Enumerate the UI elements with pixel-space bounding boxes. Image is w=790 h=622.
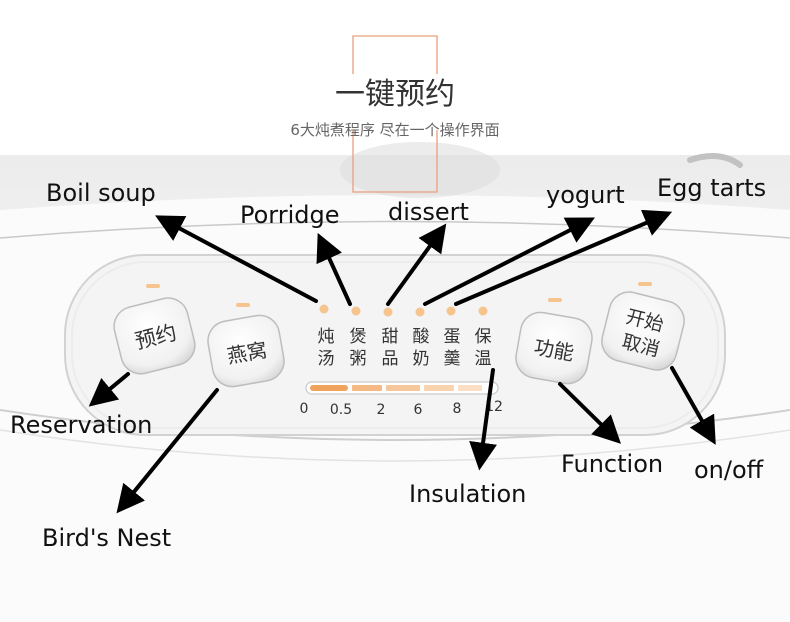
function-button[interactable]: 功能 — [513, 309, 595, 387]
start-cancel-button[interactable]: 开始 取消 — [598, 288, 689, 374]
arrow-dissert — [386, 223, 447, 306]
program-led — [383, 307, 393, 317]
arrow-yogurt — [423, 217, 595, 306]
program-label-porridge-2: 粥 — [350, 349, 367, 369]
timer-segment — [458, 385, 482, 391]
arrow-function — [558, 382, 621, 444]
callout-egg-tarts: Egg tarts — [657, 174, 766, 202]
callout-porridge: Porridge — [240, 201, 340, 229]
timer-tick-label: 0 — [300, 401, 309, 417]
timer-segment — [424, 385, 454, 391]
program-label-dessert-1: 甜 — [382, 327, 399, 347]
program-led — [415, 307, 425, 317]
arrow-egg-tarts — [454, 209, 673, 306]
page-title: 一键预约 — [335, 77, 455, 112]
callout-labels: Boil soup Porridge dissert yogurt Egg ta… — [10, 174, 766, 552]
timer-tick-label: 0.5 — [330, 402, 352, 418]
program-labels: 炖 汤 煲 粥 甜 品 酸 奶 蛋 羹 保 温 — [318, 327, 492, 369]
reservation-button[interactable]: 预约 — [110, 294, 199, 378]
callout-arrows — [88, 209, 716, 514]
program-label-dessert-2: 品 — [382, 349, 399, 369]
button-indicators — [146, 282, 652, 307]
timer-segment — [310, 385, 348, 391]
arrow-birds-nest — [116, 388, 219, 514]
program-led — [319, 304, 329, 314]
start-indicator — [638, 282, 652, 286]
birds-nest-indicator — [236, 303, 250, 307]
callout-yogurt: yogurt — [546, 181, 625, 209]
reservation-indicator — [146, 284, 160, 288]
function-indicator — [548, 298, 562, 302]
program-label-egg-1: 蛋 — [444, 327, 461, 347]
timer-segment — [386, 385, 420, 391]
program-leds — [319, 304, 488, 317]
arrow-on-off — [670, 366, 716, 445]
program-label-porridge-1: 煲 — [350, 327, 367, 347]
callout-reservation: Reservation — [10, 411, 152, 439]
program-led — [351, 306, 361, 316]
arrow-reservation — [88, 372, 130, 407]
timer-segment — [352, 385, 382, 391]
program-label-keep-warm-2: 温 — [475, 349, 492, 369]
program-label-egg-2: 羹 — [444, 349, 461, 369]
page-subtitle: 6大炖煮程序 尽在一个操作界面 — [290, 121, 499, 139]
program-label-boil-soup-2: 汤 — [318, 349, 335, 369]
arrow-boil-soup — [155, 215, 318, 303]
header: 一键预约 6大炖煮程序 尽在一个操作界面 — [290, 35, 500, 193]
arrow-porridge — [316, 232, 352, 306]
program-label-yogurt-1: 酸 — [413, 327, 430, 347]
callout-on-off: on/off — [694, 456, 764, 484]
timer-tick-label: 6 — [414, 402, 423, 418]
program-label-boil-soup-1: 炖 — [318, 327, 335, 347]
arrow-insulation — [469, 368, 497, 471]
program-label-yogurt-2: 奶 — [413, 349, 430, 369]
header-frame — [352, 35, 438, 193]
timer-tick-label: 2 — [377, 402, 386, 418]
birds-nest-button[interactable]: 燕窝 — [205, 312, 287, 390]
callout-function: Function — [561, 450, 663, 478]
timer-bar — [305, 381, 499, 395]
program-led — [446, 306, 456, 316]
program-led — [478, 306, 488, 316]
callout-birds-nest: Bird's Nest — [42, 524, 171, 552]
callout-boil-soup: Boil soup — [46, 179, 156, 207]
callout-dissert: dissert — [388, 198, 469, 226]
program-label-keep-warm-1: 保 — [475, 327, 492, 347]
callout-insulation: Insulation — [409, 480, 526, 508]
timer-tick-label: 8 — [453, 401, 462, 417]
